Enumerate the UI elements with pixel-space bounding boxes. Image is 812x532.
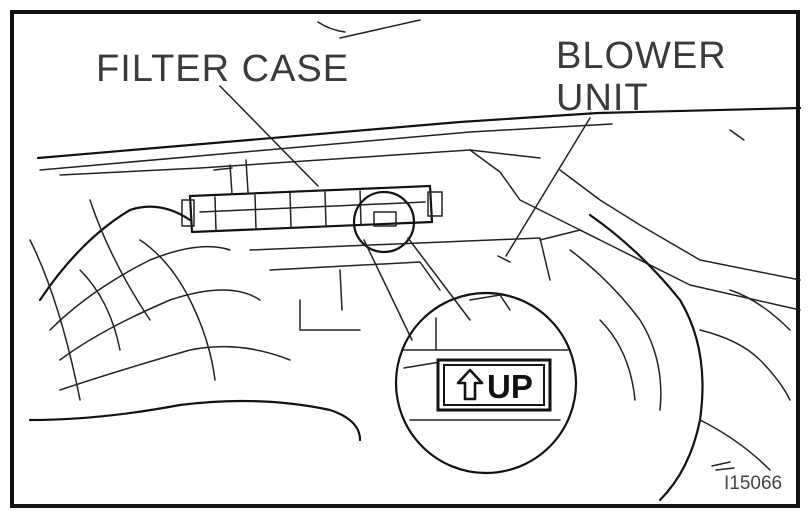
blower-unit-label-line2: UNIT [556,77,649,119]
up-marking-text: UP [487,368,533,405]
connector-right [407,237,471,321]
blower-pointer-tip [497,255,511,263]
leader-blower-unit [505,117,591,257]
filter-case-shape [181,159,443,234]
dashboard-top-edge-2 [39,123,613,171]
up-badge [436,358,552,412]
figure-code: I15066 [724,473,783,494]
right-hand [569,213,791,502]
detail-circle-small [352,190,416,254]
connector-left [363,239,413,341]
outer-border [10,10,800,508]
blower-detail [249,237,551,281]
dashboard-sweep-2 [339,19,421,39]
opening-line [59,149,541,176]
dashboard-sweep [317,21,346,33]
figure-code-arrow [711,461,735,471]
detail-circle-large [394,291,578,475]
up-arrow-icon [456,368,484,401]
opening-line-2 [469,149,801,311]
blower-unit-label-line1: BLOWER [556,35,727,77]
left-hand [28,199,362,442]
filter-case-label: FILTER CASE [96,48,350,90]
opening-line-3 [559,169,801,281]
leader-filter-case [219,85,319,187]
dashboard-top-edge [36,106,802,160]
